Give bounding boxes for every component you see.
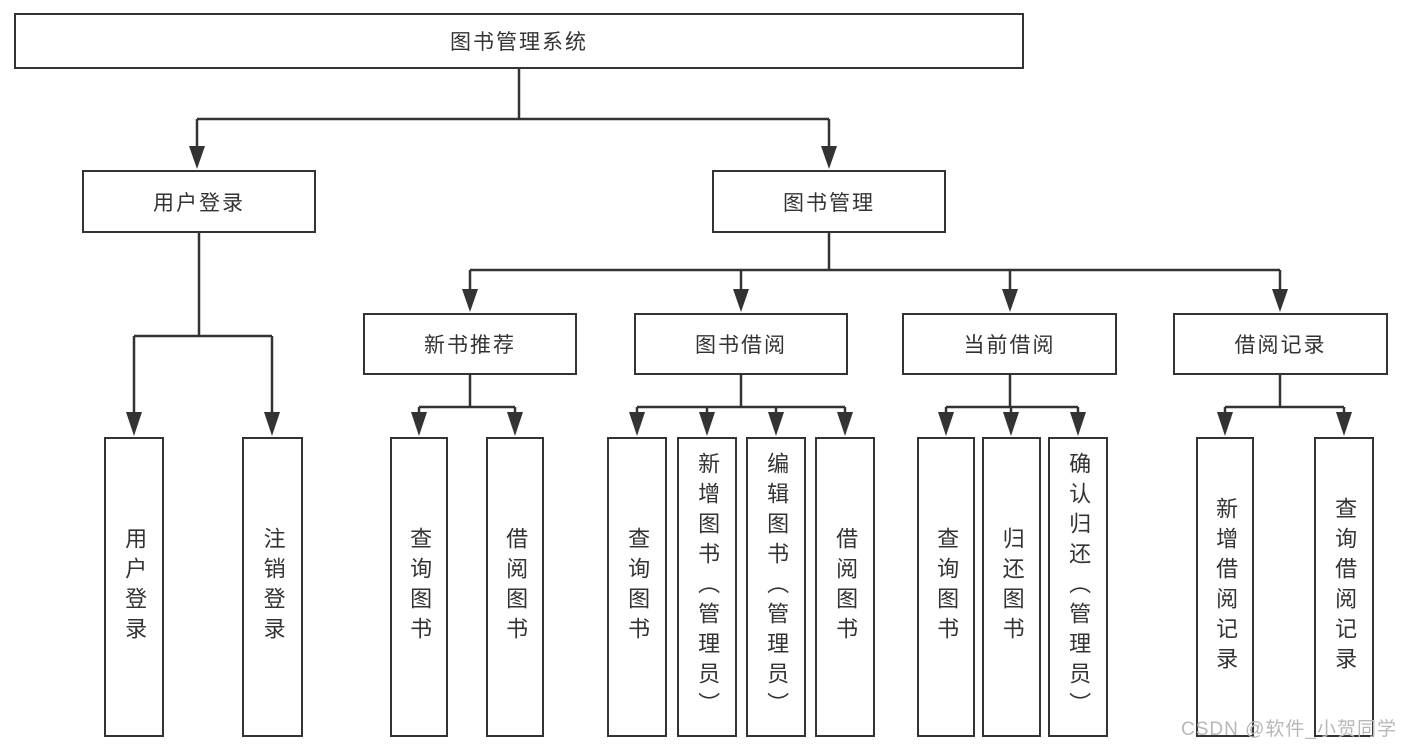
node-current-borrow: 当前借阅 [902,313,1117,375]
arrow-leaf-7 [837,412,853,436]
arrow-book-mgmt [821,146,837,169]
leaf-query-borrow-record: 查询借阅记录 [1314,437,1374,737]
arrow-leaf-1 [264,412,280,436]
leaf-logout: 注销登录 [242,437,303,737]
node-borrow-record-label: 借阅记录 [1234,334,1327,357]
leaf-label: 归还图书 [999,527,1025,647]
leaf-query-book-borrow: 查询图书 [607,437,667,737]
watermark-text: CSDN @软件_小贺同学 [1181,719,1397,740]
arrow-leaf-3 [507,412,523,436]
node-root-label: 图书管理系统 [450,31,588,54]
arrow-leaf-2 [411,412,427,436]
node-book-borrow-label: 图书借阅 [695,334,787,357]
leaf-borrow-book: 借阅图书 [815,437,875,737]
leaf-label: 查询图书 [934,527,960,647]
arrow-borrow-record [1272,289,1288,312]
leaf-label: 新增借阅记录 [1213,497,1239,677]
node-book-borrow: 图书借阅 [634,313,848,375]
arrow-leaf-6 [768,412,784,436]
leaf-confirm-return-admin: 确认归还（管理员） [1048,437,1108,737]
connector-book-borrow-to-leaves [635,375,847,414]
arrow-leaf-4 [629,412,645,436]
leaf-add-book-admin: 新增图书（管理员） [677,437,737,737]
connector-user-login-to-leaves [132,233,274,414]
connector-borrow-record-to-leaves [1223,375,1346,414]
leaf-label: 查询图书 [625,527,651,647]
leaf-label: 用户登录 [122,527,148,647]
arrow-leaf-5 [699,412,715,436]
leaf-query-book-newbook: 查询图书 [390,437,448,737]
arrow-leaf-12 [1336,412,1352,436]
node-current-borrow-label: 当前借阅 [963,334,1056,357]
leaf-add-borrow-record: 新增借阅记录 [1196,437,1254,737]
connector-book-mgmt-to-level3 [468,233,1282,291]
node-book-mgmt: 图书管理 [712,170,946,233]
leaf-user-login: 用户登录 [104,437,164,737]
leaf-return-book: 归还图书 [982,437,1041,737]
arrow-user-login [189,146,205,169]
leaf-label: 确认归还（管理员） [1066,452,1092,722]
leaf-label: 借阅图书 [503,527,529,647]
connector-new-book-to-leaves [417,375,517,414]
connector-root-to-level2 [195,69,831,148]
node-root: 图书管理系统 [14,13,1024,69]
arrow-leaf-8 [938,412,954,436]
leaf-query-book-current: 查询图书 [917,437,975,737]
leaf-label: 注销登录 [260,527,286,647]
leaf-label: 查询借阅记录 [1332,497,1358,677]
arrow-leaf-0 [126,412,142,436]
node-user-login-label: 用户登录 [153,191,245,215]
connector-current-borrow-to-leaves [944,375,1080,414]
node-new-book-label: 新书推荐 [424,334,516,357]
arrow-new-book [462,289,478,312]
arrow-leaf-9 [1003,412,1019,436]
leaf-label: 编辑图书（管理员） [764,452,790,722]
arrow-leaf-11 [1217,412,1233,436]
leaf-edit-book-admin: 编辑图书（管理员） [746,437,806,737]
node-book-mgmt-label: 图书管理 [783,191,875,215]
arrow-current-borrow [1002,289,1018,312]
node-user-login: 用户登录 [82,170,316,233]
leaf-label: 借阅图书 [833,527,859,647]
arrow-leaf-10 [1070,412,1086,436]
leaf-borrow-book-newbook: 借阅图书 [486,437,544,737]
node-new-book: 新书推荐 [363,313,577,375]
node-borrow-record: 借阅记录 [1173,313,1388,375]
arrow-book-borrow [733,289,749,312]
leaf-label: 查询图书 [407,527,433,647]
leaf-label: 新增图书（管理员） [695,452,721,722]
